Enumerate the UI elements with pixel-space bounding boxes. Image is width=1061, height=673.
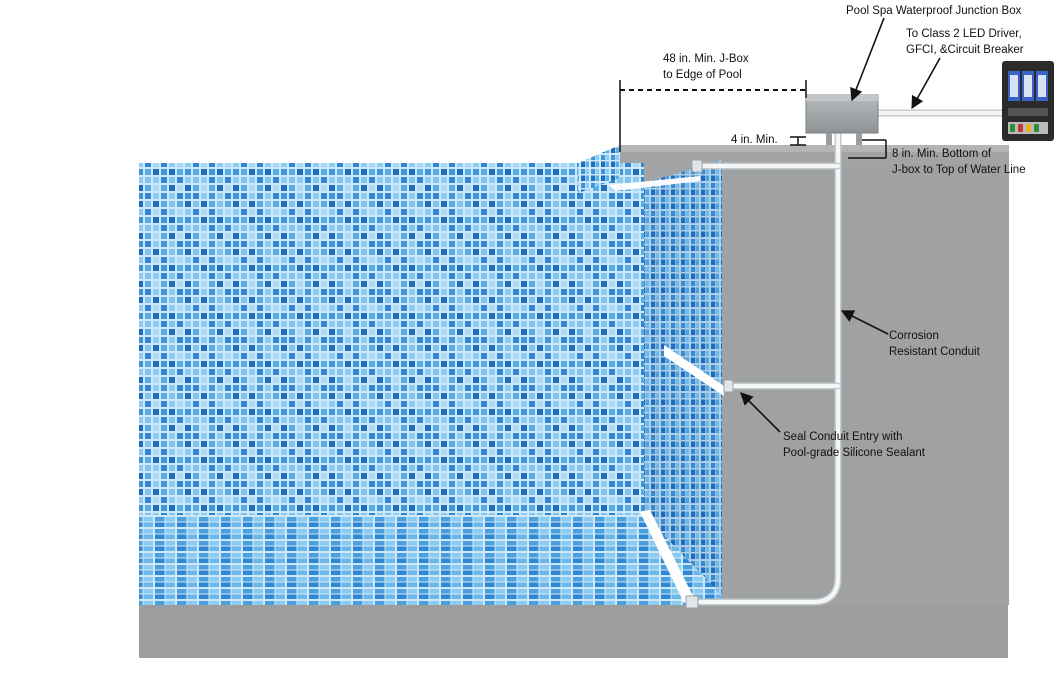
pool-coping	[578, 145, 620, 193]
label-conduit-line2: Resistant Conduit	[889, 346, 980, 358]
label-eight-inch-line2: J-box to Top of Water Line	[892, 164, 1026, 176]
dimension-markers	[619, 80, 887, 159]
arrow-driver-conduit	[911, 57, 941, 110]
label-four-inch: 4 in. Min.	[731, 134, 778, 146]
light-strip-middle	[664, 345, 724, 396]
pool-structure	[139, 145, 1009, 658]
light-strip-top	[608, 176, 700, 191]
callout-arrows	[740, 17, 941, 433]
label-distance-line1: 48 in. Min. J-Box	[663, 53, 749, 65]
label-conduit-line1: Corrosion	[889, 330, 939, 342]
label-seal-line2: Pool-grade Silicone Sealant	[783, 447, 925, 459]
label-led-driver-line1: To Class 2 LED Driver,	[906, 28, 1022, 40]
side-wall-tile	[644, 160, 722, 595]
deck-surface	[620, 145, 1009, 152]
label-junction-box: Pool Spa Waterproof Junction Box	[846, 5, 1022, 17]
label-led-driver-line2: GFCI, &Circuit Breaker	[906, 44, 1024, 56]
pool-floor-tile	[139, 515, 722, 605]
label-seal-line1: Seal Conduit Entry with	[783, 431, 903, 443]
label-conduit: Corrosion Resistant Conduit	[889, 328, 980, 360]
label-distance: 48 in. Min. J-Box to Edge of Pool	[663, 51, 749, 83]
label-distance-line2: to Edge of Pool	[663, 69, 742, 81]
label-seal: Seal Conduit Entry with Pool-grade Silic…	[783, 429, 925, 461]
label-led-driver: To Class 2 LED Driver, GFCI, &Circuit Br…	[906, 26, 1024, 58]
label-eight-inch-line1: 8 in. Min. Bottom of	[892, 148, 992, 160]
junction-box	[805, 94, 879, 145]
light-strip-bottom	[640, 510, 695, 603]
arrow-seal	[740, 392, 781, 433]
label-eight-inch: 8 in. Min. Bottom of J-box to Top of Wat…	[892, 146, 1026, 178]
arrow-junction-box	[850, 17, 885, 102]
led-driver-panel	[1002, 61, 1054, 141]
arrow-conduit	[840, 310, 889, 335]
conduit-system	[685, 109, 1006, 609]
